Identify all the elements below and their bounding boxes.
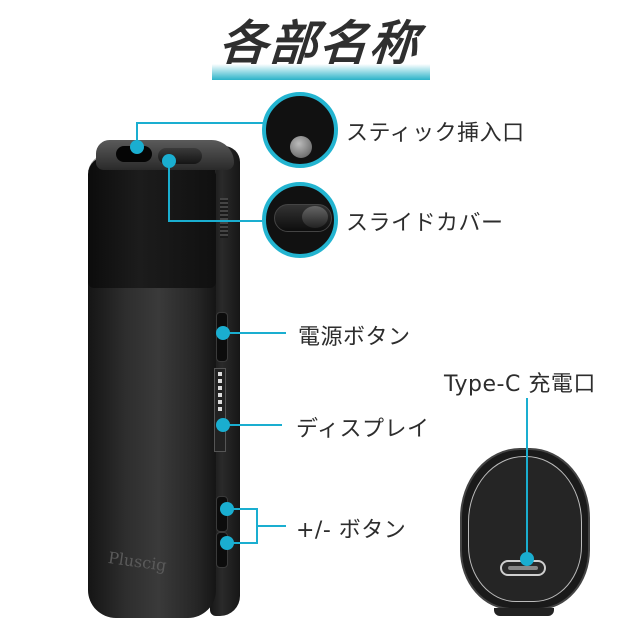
callout-line-plus-button: [228, 508, 258, 510]
callout-line-stick-slot-vertical: [136, 122, 138, 146]
label-display: ディスプレイ: [296, 417, 430, 442]
label-plus-minus-buttons: +/- ボタン: [296, 518, 407, 543]
callout-line-slide-cover-vertical: [168, 160, 170, 222]
device-illustration: Pluscig: [88, 140, 240, 618]
callout-line-display: [224, 424, 282, 426]
bottom-view-foot: [494, 608, 554, 616]
side-vent: [220, 198, 228, 238]
callout-line-type-c-port: [526, 398, 528, 558]
callout-dot-type-c-port: [520, 552, 534, 566]
callout-line-slide-cover-horizontal: [168, 220, 266, 222]
callout-line-stick-slot-horizontal: [136, 122, 266, 124]
callout-line-minus-button: [228, 542, 258, 544]
title-underline-bar: [212, 64, 430, 80]
callout-dot-display: [216, 418, 230, 432]
callout-dot-minus-button: [220, 536, 234, 550]
device-display: [214, 368, 226, 452]
device-bottom-view: [460, 448, 590, 618]
callout-line-power-button: [224, 332, 286, 334]
callout-dot-stick-slot: [130, 140, 144, 154]
bottom-view-inner-outline: [468, 456, 582, 602]
callout-line-plus-minus: [256, 525, 286, 527]
callout-dot-plus-button: [220, 502, 234, 516]
callout-dot-slide-cover: [162, 154, 176, 168]
bottom-view-shell: [460, 448, 590, 610]
callout-dot-power-button: [216, 326, 230, 340]
label-type-c-port: Type-C 充電口: [444, 372, 596, 397]
slide-cover-zoom-circle: [262, 182, 338, 258]
stick-slot-zoom-circle: [262, 92, 338, 168]
label-stick-slot: スティック挿入口: [346, 121, 525, 146]
label-slide-cover: スライドカバー: [346, 211, 504, 236]
label-power-button: 電源ボタン: [298, 325, 411, 350]
